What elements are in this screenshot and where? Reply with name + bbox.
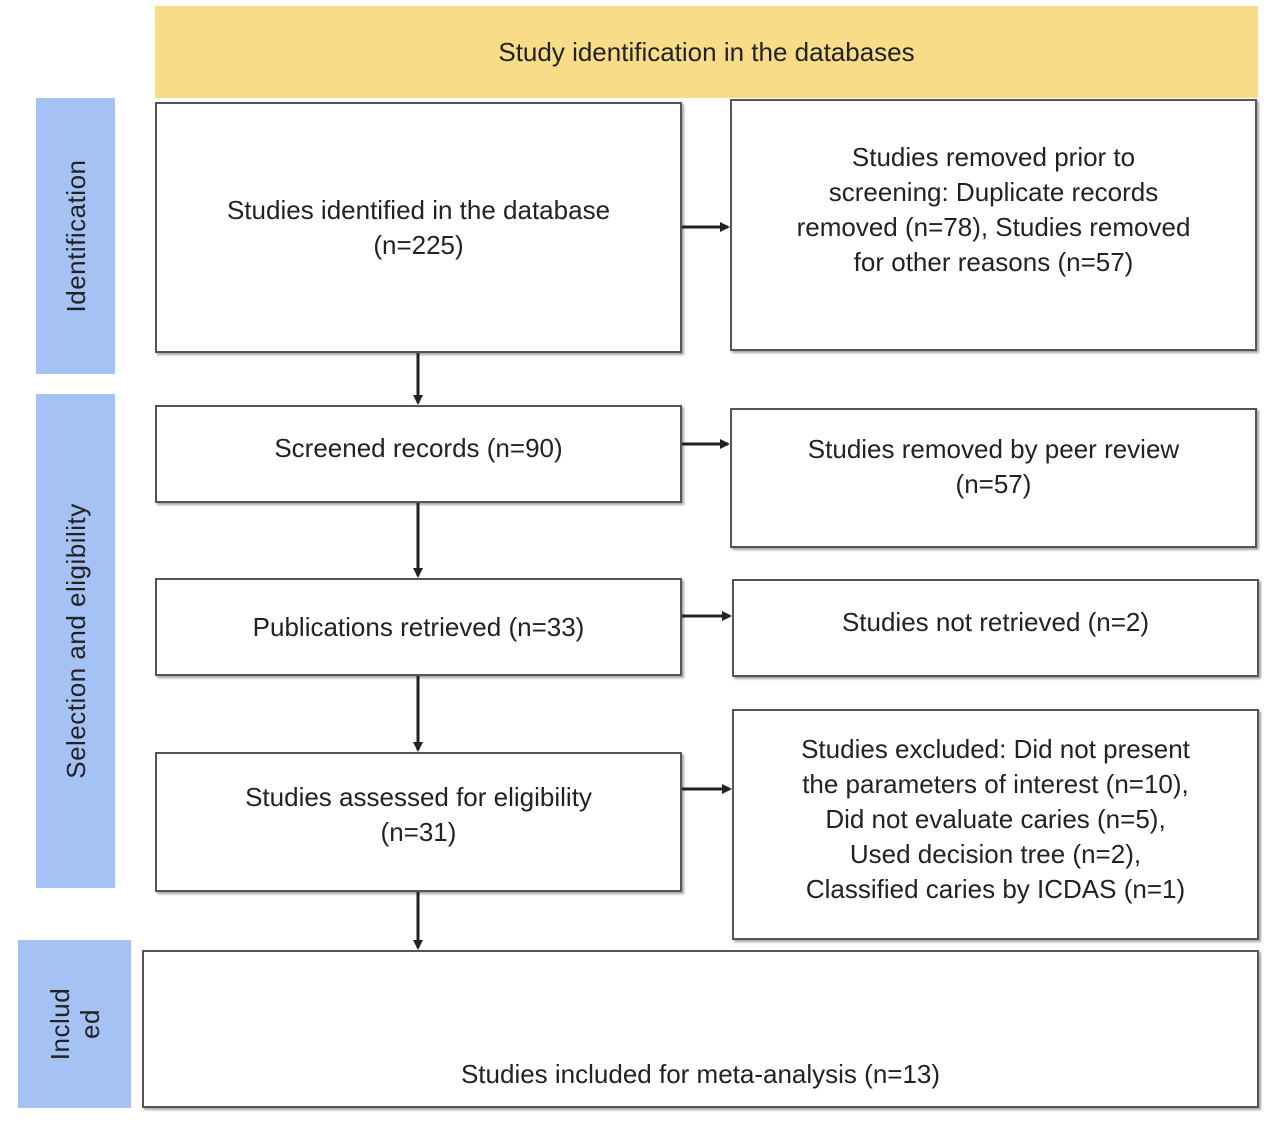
removed-prior-line1: Studies removed prior to — [851, 142, 1136, 172]
box-studies-identified: Studies identified in the database (n=22… — [155, 102, 682, 353]
diagram-title: Study identification in the databases — [498, 36, 915, 67]
box-publications-retrieved: Publications retrieved (n=33) — [155, 578, 682, 676]
box-studies-excluded: Studies excluded: Did not present the pa… — [732, 709, 1259, 940]
box-removed-peer-review: Studies removed by peer review (n=57) — [730, 408, 1257, 548]
box-not-retrieved: Studies not retrieved (n=2) — [732, 579, 1259, 677]
box-screened-records: Screened records (n=90) — [155, 405, 682, 503]
box-assessed-eligibility-line1: Studies assessed for eligibility — [245, 782, 592, 812]
excluded-line5: Classified caries by ICDAS (n=1) — [805, 874, 1186, 904]
phase-identification: Identification — [36, 98, 115, 374]
removed-prior-line4: for other reasons (n=57) — [853, 247, 1134, 277]
box-assessed-eligibility-line2: (n=31) — [380, 817, 457, 847]
removed-peer-line2: (n=57) — [955, 469, 1032, 499]
excluded-line4: Used decision tree (n=2), — [849, 839, 1142, 869]
excluded-line2: the parameters of interest (n=10), — [802, 769, 1189, 799]
diagram-title-banner: Study identification in the databases — [155, 6, 1258, 98]
removed-prior-line2: screening: Duplicate records — [828, 177, 1159, 207]
box-studies-identified-line1: Studies identified in the database — [226, 194, 611, 225]
box-publications-retrieved-text: Publications retrieved (n=33) — [252, 611, 585, 642]
phase-selection-eligibility: Selection and eligibility — [36, 394, 115, 888]
phase-included: Includ ed — [18, 940, 131, 1108]
removed-peer-line1: Studies removed by peer review — [807, 434, 1180, 464]
excluded-line1: Studies excluded: Did not present — [801, 734, 1190, 764]
box-assessed-eligibility: Studies assessed for eligibility (n=31) — [155, 752, 682, 892]
removed-prior-line3: removed (n=78), Studies removed — [796, 212, 1191, 242]
box-studies-included-text: Studies included for meta-analysis (n=13… — [460, 1059, 941, 1089]
excluded-line3: Did not evaluate caries (n=5), — [825, 804, 1166, 834]
box-studies-included: Studies included for meta-analysis (n=13… — [142, 950, 1259, 1108]
not-retrieved-text: Studies not retrieved (n=2) — [841, 606, 1150, 637]
box-studies-identified-line2: (n=225) — [373, 229, 464, 260]
box-removed-prior-screening: Studies removed prior to screening: Dupl… — [730, 99, 1257, 351]
box-screened-records-text: Screened records (n=90) — [274, 432, 563, 463]
